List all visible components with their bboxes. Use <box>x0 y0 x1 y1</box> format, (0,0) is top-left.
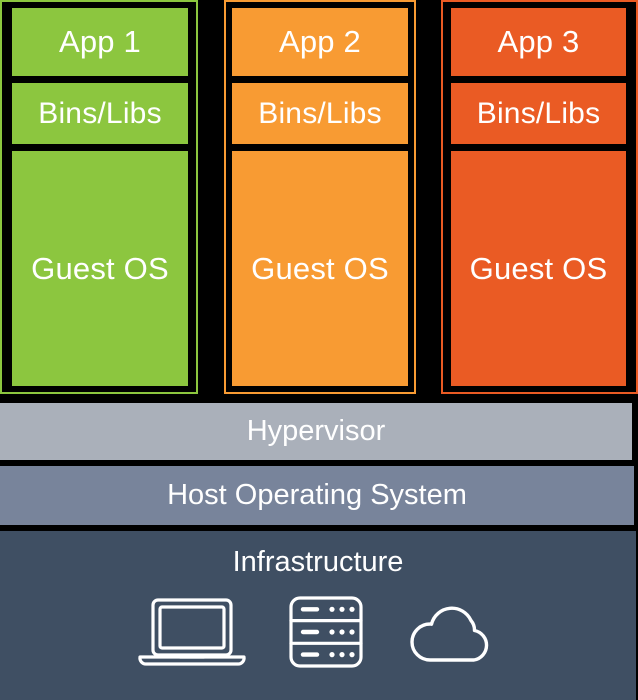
vm-1-app-label: App 1 <box>58 24 141 59</box>
hypervisor-layer: Hypervisor <box>0 403 632 460</box>
vm-3-guest-os-label: Guest OS <box>469 250 608 286</box>
infrastructure-icon-row <box>0 594 636 675</box>
vm-3-bins-libs-box: Bins/Libs <box>451 83 626 144</box>
vm-1-bins-libs-box: Bins/Libs <box>12 83 188 144</box>
vm-3-app-label: App 3 <box>497 24 580 59</box>
vm-2-bins-libs-label: Bins/Libs <box>258 96 382 130</box>
vm-1-bins-libs-label: Bins/Libs <box>38 96 162 130</box>
vm-column-3-inner: App 3 Bins/Libs Guest OS <box>451 8 626 386</box>
cloud-icon <box>404 594 500 675</box>
vm-3-guest-os-box: Guest OS <box>451 151 626 386</box>
vm-column-3: App 3 Bins/Libs Guest OS <box>441 0 638 394</box>
host-os-label: Host Operating System <box>167 479 467 511</box>
vm-2-app-box: App 2 <box>232 8 408 76</box>
vm-3-bins-libs-label: Bins/Libs <box>476 96 601 130</box>
host-os-layer: Host Operating System <box>0 466 634 525</box>
vm-2-bins-libs-box: Bins/Libs <box>232 83 408 144</box>
vm-2-guest-os-box: Guest OS <box>232 151 408 386</box>
infrastructure-label: Infrastructure <box>232 546 404 578</box>
vm-1-guest-os-box: Guest OS <box>12 151 188 386</box>
vm-column-2-inner: App 2 Bins/Libs Guest OS <box>232 8 408 386</box>
vm-column-1-inner: App 1 Bins/Libs Guest OS <box>12 8 188 386</box>
vm-1-guest-os-label: Guest OS <box>31 250 169 286</box>
vm-column-2: App 2 Bins/Libs Guest OS <box>224 0 416 394</box>
vm-2-guest-os-label: Guest OS <box>251 250 389 286</box>
vm-1-app-box: App 1 <box>12 8 188 76</box>
server-icon <box>286 594 366 675</box>
vm-column-1: App 1 Bins/Libs Guest OS <box>0 0 198 394</box>
vm-3-app-box: App 3 <box>451 8 626 76</box>
vm-2-app-label: App 2 <box>278 24 361 59</box>
infrastructure-layer: Infrastructure <box>0 531 636 700</box>
laptop-icon <box>136 594 248 675</box>
hypervisor-label: Hypervisor <box>246 415 386 447</box>
